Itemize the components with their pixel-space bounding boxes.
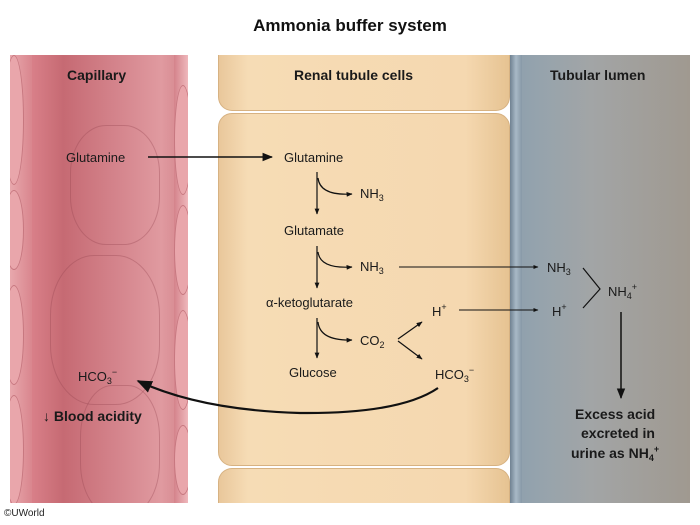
formula-text: HCO <box>78 369 107 384</box>
endothelial-cell <box>174 310 188 410</box>
formula-subscript: 4 <box>626 291 632 301</box>
formula-superscript: + <box>631 282 638 292</box>
capillary-bicarbonate-label: HCO3− <box>78 367 117 386</box>
formula-text: HCO <box>435 367 464 382</box>
formula-text: CO <box>360 333 380 348</box>
copyright-notice: ©UWorld <box>4 508 45 519</box>
formula-subscript: 3 <box>378 266 384 276</box>
cell-bicarbonate-label: HCO3− <box>435 365 474 384</box>
cell-proton-label: H+ <box>432 302 447 319</box>
lumen-ammonia-label: NH3 <box>547 260 571 277</box>
capillary-region <box>10 55 188 503</box>
glucose-label: Glucose <box>289 365 337 380</box>
formula-subscript: 3 <box>565 267 571 277</box>
formula-text: urine as NH <box>571 445 649 461</box>
capillary-header: Capillary <box>67 67 127 83</box>
excess-acid-line-1: Excess acid <box>575 406 656 422</box>
cell-glutamine-label: Glutamine <box>284 150 344 165</box>
tubule-cells-header: Renal tubule cells <box>294 67 414 83</box>
capillary-glutamine-label: Glutamine <box>66 150 126 165</box>
alpha-ketoglutarate-label: α-ketoglutarate <box>266 295 354 310</box>
formula-subscript: 4 <box>648 453 654 463</box>
formula-superscript: + <box>441 302 447 312</box>
formula-text: NH <box>360 259 379 274</box>
excess-acid-line-2: excreted in <box>581 425 655 441</box>
formula-text: NH <box>608 284 627 299</box>
ammonia-1-label: NH3 <box>360 186 384 203</box>
formula-text: H <box>432 304 442 319</box>
glutamate-label: Glutamate <box>284 223 344 238</box>
blood-acidity-label: ↓ Blood acidity <box>43 408 142 424</box>
formula-text: H <box>552 304 562 319</box>
ammonium-label: NH4+ <box>608 282 637 301</box>
tubule-cell-main <box>218 113 510 466</box>
endothelial-cell <box>174 205 188 295</box>
carbon-dioxide-label: CO2 <box>360 333 385 350</box>
endothelial-cell <box>174 85 188 195</box>
formula-subscript: 3 <box>106 376 112 386</box>
formula-text: NH <box>360 186 379 201</box>
formula-subscript: 3 <box>378 193 384 203</box>
tubule-cell-bottom <box>218 468 510 503</box>
lumen-header: Tubular lumen <box>550 67 646 83</box>
formula-superscript: + <box>561 302 567 312</box>
formula-superscript: + <box>653 444 660 454</box>
tubule-cell-top <box>218 55 510 111</box>
apical-membrane <box>510 55 522 503</box>
formula-superscript: − <box>111 367 118 377</box>
formula-subscript: 3 <box>463 374 469 384</box>
formula-text: NH <box>547 260 566 275</box>
endothelial-cell <box>174 425 188 495</box>
diagram-title: Ammonia buffer system <box>253 16 447 35</box>
excess-acid-line-3: urine as NH4+ <box>571 444 659 463</box>
lumen-proton-label: H+ <box>552 302 567 319</box>
ammonia-2-label: NH3 <box>360 259 384 276</box>
cell-border <box>70 125 160 245</box>
formula-subscript: 2 <box>379 340 385 350</box>
formula-superscript: − <box>468 365 475 375</box>
cell-border <box>80 385 160 503</box>
